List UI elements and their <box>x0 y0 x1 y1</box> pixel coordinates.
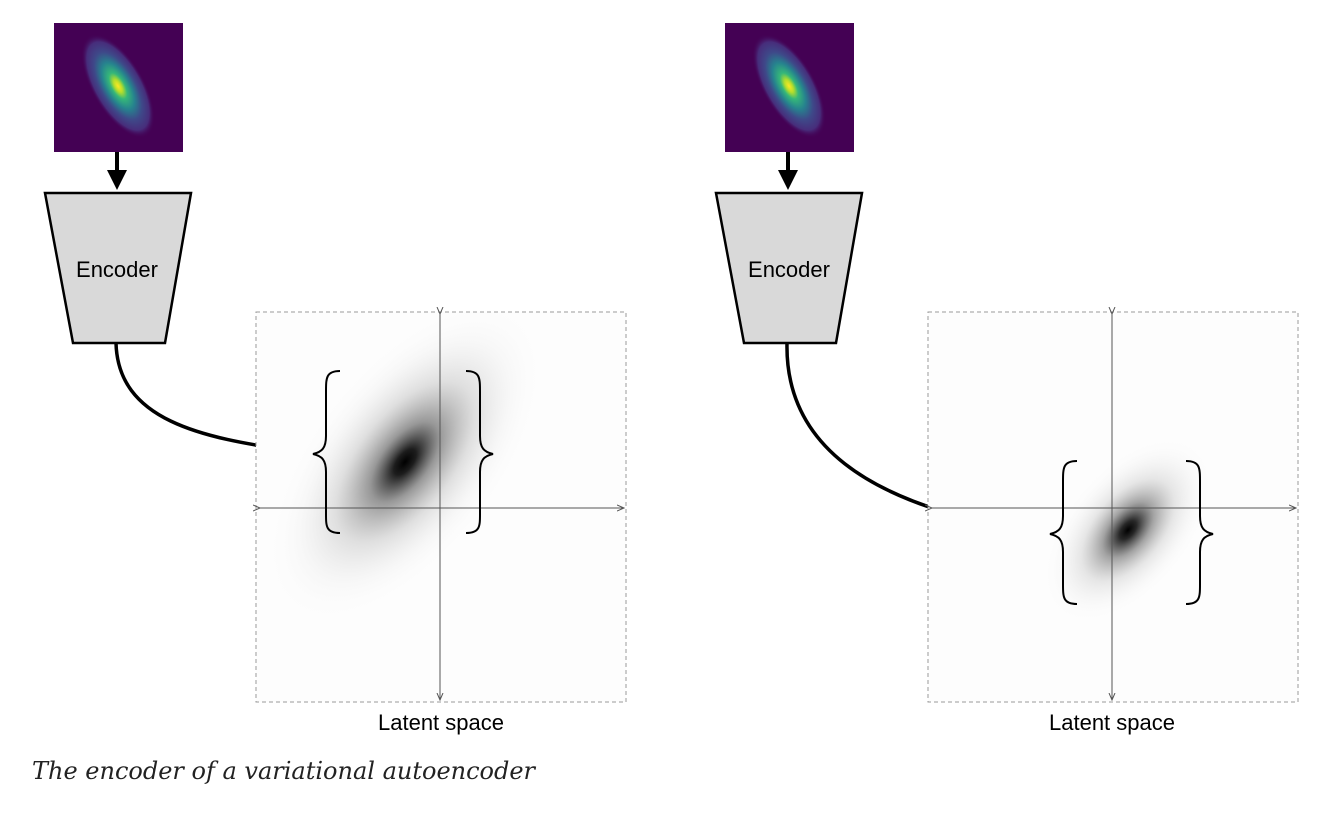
left-brace <box>312 370 341 534</box>
right-brace <box>1185 460 1214 605</box>
input-arrow <box>778 152 798 190</box>
encoder-block: Encoder <box>714 191 864 345</box>
input-arrow <box>107 152 127 190</box>
left-panel: Encoder Latent space <box>43 23 627 735</box>
encoder-block: Encoder <box>43 191 193 345</box>
latent-space-label: Latent space <box>378 710 504 735</box>
right-panel: Encoder Latent space <box>714 23 1299 735</box>
latent-gaussian <box>1042 436 1214 624</box>
figure-caption: The encoder of a variational autoencoder <box>32 757 536 785</box>
left-brace <box>1049 460 1078 605</box>
encoder-label: Encoder <box>748 257 830 282</box>
latent-space-plot: Latent space <box>928 312 1299 735</box>
encoder-label: Encoder <box>76 257 158 282</box>
latent-space-label: Latent space <box>1049 710 1175 735</box>
right-brace <box>465 370 494 534</box>
latent-gaussian <box>266 301 544 623</box>
latent-space-plot: Latent space <box>213 301 627 735</box>
input-image <box>54 23 183 152</box>
input-image <box>725 23 854 152</box>
